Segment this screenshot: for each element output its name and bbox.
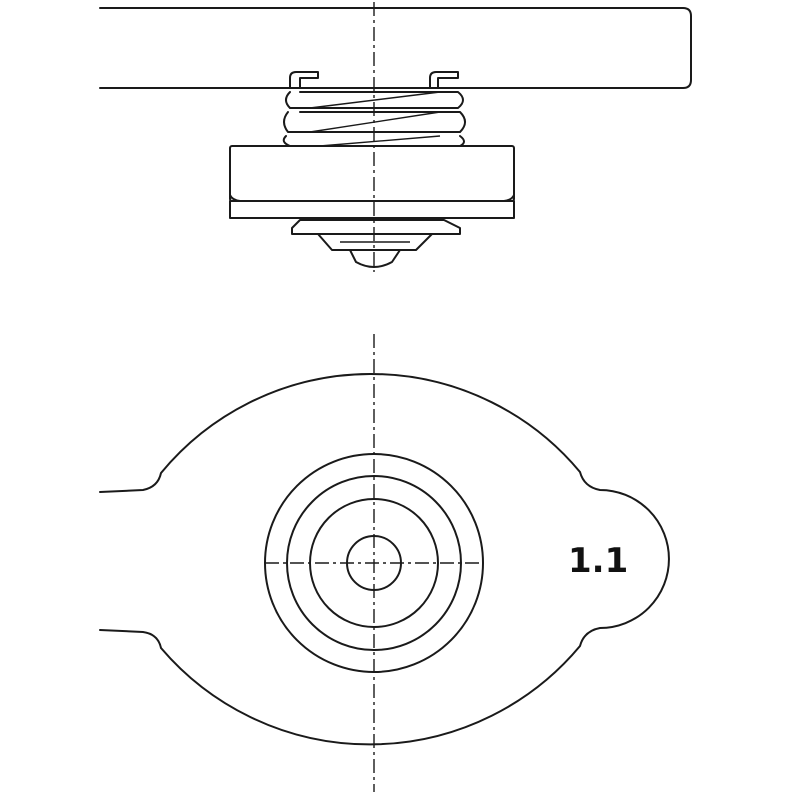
side-view (99, 7, 692, 268)
cap-top-plate (99, 7, 692, 89)
spring-retainer-left (289, 71, 319, 89)
vacuum-valve-flange (291, 219, 461, 235)
gasket-plate (229, 200, 515, 219)
spring-retainer-right (429, 71, 459, 89)
seal-housing (229, 145, 515, 202)
pressure-rating-label: 1.1 (568, 541, 628, 581)
cap-outline (99, 373, 670, 746)
vacuum-valve-body (317, 233, 433, 251)
vacuum-valve-tip (349, 249, 401, 268)
